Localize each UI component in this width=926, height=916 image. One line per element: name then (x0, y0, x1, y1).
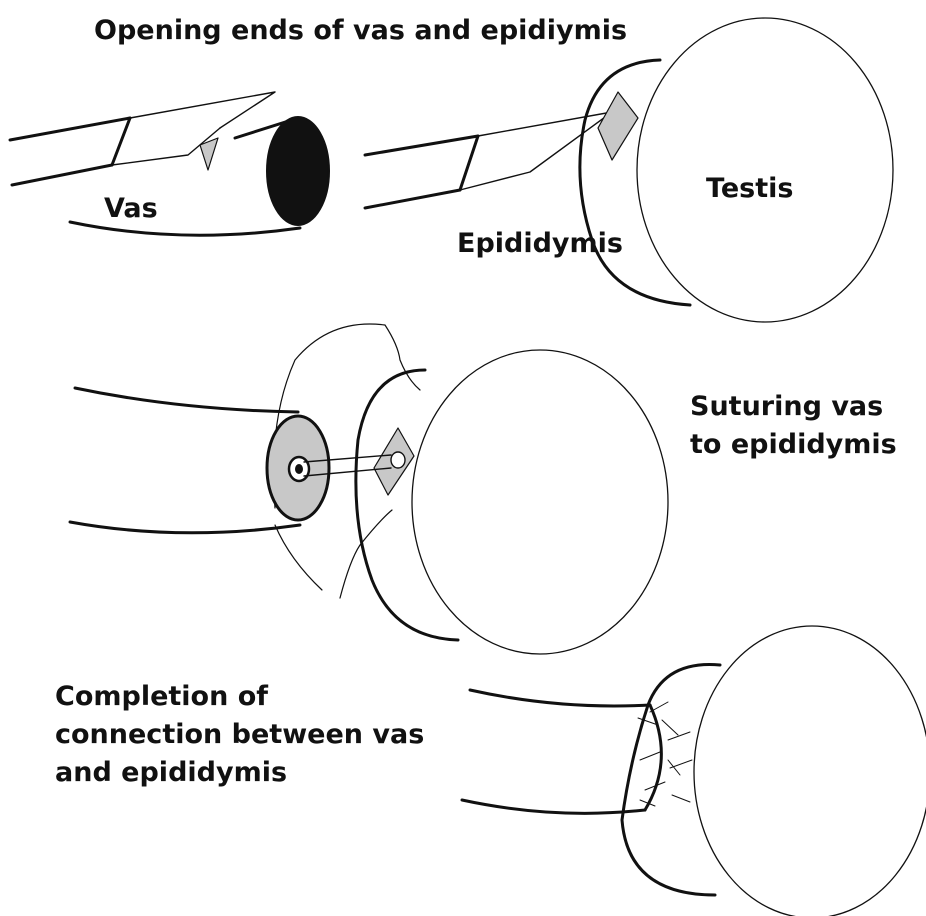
vas-tube-upper-3 (75, 388, 298, 412)
vas-tube-upper-4 (470, 690, 650, 706)
testis-cover (690, 305, 700, 312)
vas-tube-lower-3 (70, 522, 300, 533)
tunica-outline-lower (275, 525, 322, 590)
testis-shape-2 (412, 350, 668, 654)
testis-shape-3 (694, 626, 926, 916)
completion-caption-line-2: connection between vas (55, 716, 424, 754)
epididymal-tubule (391, 452, 405, 468)
vas-tube-bottom (12, 165, 112, 185)
suturing-caption-line-1: Suturing vas (690, 388, 897, 426)
vas-open-flap (130, 92, 275, 128)
suturing-caption-line-2: to epididymis (690, 426, 897, 464)
panel-epididymis-opening (365, 18, 893, 322)
needle-lower (460, 112, 612, 190)
panel-opening (10, 92, 329, 235)
testis-label: Testis (706, 170, 793, 208)
completion-caption: Completion of connection between vas and… (55, 678, 424, 792)
vas-cut-edge-2 (460, 136, 478, 190)
panel-suturing (70, 324, 668, 654)
suturing-caption: Suturing vas to epididymis (690, 388, 897, 464)
vas-label: Vas (104, 190, 158, 228)
vas-cut-edge (112, 118, 130, 165)
diagram-title: Opening ends of vas and epidiymis (94, 12, 627, 50)
suture-ticks (638, 702, 692, 806)
vas-lumen-dot (295, 464, 303, 474)
vas-tube-lower-4 (462, 800, 645, 813)
epididymis-incision (598, 92, 638, 160)
epididymis-label: Epididymis (457, 225, 623, 263)
vas-tube-top (10, 118, 130, 140)
needle-upper (478, 112, 612, 136)
tunica-line (340, 510, 392, 598)
completion-caption-line-3: and epididymis (55, 754, 424, 792)
vas-lumen-end (267, 117, 329, 225)
completion-caption-line-1: Completion of (55, 678, 424, 716)
vas-tube-top-2 (365, 136, 478, 155)
panel-completion (462, 626, 926, 916)
vas-tube-bottom-2 (365, 190, 460, 208)
